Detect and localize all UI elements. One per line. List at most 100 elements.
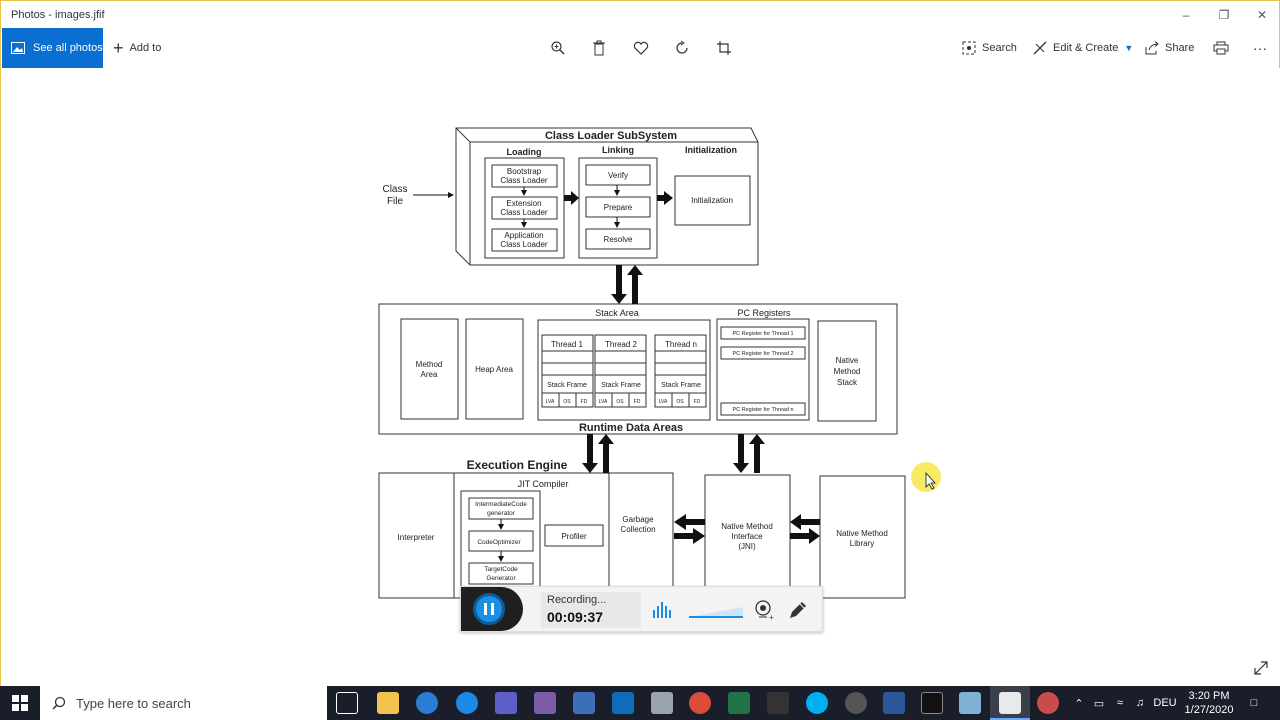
photos-icon: [11, 42, 25, 54]
share-button[interactable]: Share: [1145, 28, 1194, 68]
remote-desktop-icon[interactable]: [573, 692, 595, 714]
title-bar: Photos - images.jfif – ❐ ✕: [1, 1, 1279, 28]
rotate-icon[interactable]: [672, 38, 692, 58]
native-stack-label-3: Stack: [837, 378, 858, 387]
photos-window: Photos - images.jfif – ❐ ✕ See all photo…: [0, 0, 1280, 687]
recorder-pause-area: [461, 587, 523, 631]
wifi-icon[interactable]: ≈: [1116, 697, 1124, 709]
share-label: Share: [1165, 42, 1195, 54]
recording-status-label: Recording...: [547, 594, 607, 606]
method-area-label-1: Method: [416, 360, 443, 369]
loading-label: Loading: [507, 147, 542, 157]
window-title: Photos - images.jfif: [11, 9, 105, 21]
garbage-collection-box: [608, 472, 674, 599]
taskbar-search-box[interactable]: Type here to search: [40, 686, 327, 720]
close-button[interactable]: ✕: [1256, 8, 1268, 22]
pc-thread2-label: PC Register for Thread 2: [732, 351, 793, 357]
task-view-icon[interactable]: [336, 692, 358, 714]
pc-thread1-label: PC Register for Thread 1: [732, 331, 793, 337]
app-icon-4[interactable]: [959, 692, 981, 714]
show-hidden-icons-chevron-icon[interactable]: ⌃: [1074, 697, 1084, 710]
photos-taskbar-button[interactable]: [990, 686, 1030, 720]
skype-icon[interactable]: [806, 692, 828, 714]
method-area-label-2: Area: [421, 370, 438, 379]
word-icon[interactable]: [883, 692, 905, 714]
code-optimizer-label: CodeOptimizer: [477, 539, 521, 546]
pen-icon[interactable]: [787, 599, 809, 621]
application-label-2: Class Loader: [500, 240, 547, 249]
outlook-icon[interactable]: [612, 692, 634, 714]
fd-label-2: FD: [634, 399, 641, 405]
teams-icon[interactable]: [495, 692, 517, 714]
pc-registers-box: [716, 318, 810, 421]
see-all-photos-button[interactable]: See all photos: [2, 28, 103, 68]
search-label: Search: [982, 42, 1017, 54]
file-explorer-icon[interactable]: [377, 692, 399, 714]
settings-gear-icon[interactable]: [845, 692, 867, 714]
excel-icon[interactable]: [728, 692, 750, 714]
gc-label-1: Garbage: [622, 515, 654, 524]
prepare-box: [585, 196, 651, 218]
speaker-icon[interactable]: ♫: [1135, 697, 1145, 709]
app-icon-3[interactable]: [767, 692, 789, 714]
print-icon[interactable]: [1211, 38, 1231, 58]
threadn-label: Thread n: [665, 340, 697, 349]
prepare-label: Prepare: [604, 203, 633, 212]
jni-label-1: Native Method: [721, 522, 773, 531]
chrome-icon[interactable]: [689, 692, 711, 714]
clock[interactable]: 3:20 PM 1/27/2020: [1180, 686, 1238, 720]
crop-icon[interactable]: [714, 38, 734, 58]
audio-level-icon[interactable]: [651, 600, 673, 620]
battery-icon[interactable]: ▭: [1093, 697, 1105, 710]
lva-label-3: LVA: [659, 399, 668, 405]
fd-label-3: FD: [694, 399, 701, 405]
internet-explorer-icon[interactable]: [416, 692, 438, 714]
minimize-button[interactable]: –: [1182, 8, 1190, 22]
jni-label-2: Interface: [731, 532, 763, 541]
notifications-icon[interactable]: □: [1250, 697, 1258, 709]
resolve-box: [585, 228, 651, 250]
language-indicator[interactable]: DEU: [1153, 697, 1177, 709]
initialization-header: Initialization: [685, 145, 737, 155]
edit-create-button[interactable]: Edit & Create ▼: [1033, 28, 1133, 68]
class-loader-box: [455, 127, 759, 266]
runtime-data-areas-box: [378, 303, 898, 435]
windows-taskbar: Type here to search ⌃ ▭ ≈ ♫ DEU 3:20 PM …: [0, 686, 1280, 720]
delete-icon[interactable]: [589, 38, 609, 58]
start-button[interactable]: [0, 686, 40, 720]
more-options-button[interactable]: ···: [1253, 40, 1267, 56]
fullscreen-icon[interactable]: [1254, 661, 1268, 675]
webcam-icon[interactable]: +: [753, 599, 775, 621]
app-icon-1[interactable]: [534, 692, 556, 714]
jvm-architecture-diagram: Class File Class Loader SubSystem Loadin…: [378, 127, 1268, 675]
clock-date: 1/27/2020: [1184, 704, 1234, 716]
os-label-1: OS: [563, 399, 571, 405]
terminal-icon[interactable]: [921, 692, 943, 714]
volume-slider[interactable]: [687, 605, 745, 619]
recorder-status: Recording... 00:09:37: [541, 592, 641, 628]
lva-label-2: LVA: [599, 399, 608, 405]
edit-create-label: Edit & Create: [1053, 42, 1119, 54]
pause-button[interactable]: [473, 593, 505, 625]
app-icon-2[interactable]: [651, 692, 673, 714]
pc-threadn-label: PC Register for Thread n: [732, 407, 793, 413]
resolve-label: Resolve: [604, 235, 633, 244]
initialization-box-label: Initialization: [691, 196, 733, 205]
heap-area-label: Heap Area: [475, 365, 513, 374]
recorder-app-icon[interactable]: [1037, 692, 1059, 714]
native-stack-label-1: Native: [836, 356, 859, 365]
zoom-icon[interactable]: [548, 38, 568, 58]
photos-app-icon: [999, 692, 1021, 714]
search-button[interactable]: Search: [962, 28, 1017, 68]
target-code-label-2: Generator: [486, 575, 516, 582]
restore-button[interactable]: ❐: [1218, 8, 1230, 22]
mouse-cursor-icon: [925, 471, 936, 490]
edge-icon[interactable]: [456, 692, 478, 714]
thread2-label: Thread 2: [605, 340, 638, 349]
favorite-heart-icon[interactable]: [631, 38, 651, 58]
chevron-down-icon: ▼: [1124, 43, 1134, 53]
stack-area-box: [537, 319, 711, 421]
runtime-data-areas-title: Runtime Data Areas: [579, 422, 683, 434]
add-to-button[interactable]: + Add to: [113, 28, 161, 68]
lva-label-1: LVA: [546, 399, 555, 405]
